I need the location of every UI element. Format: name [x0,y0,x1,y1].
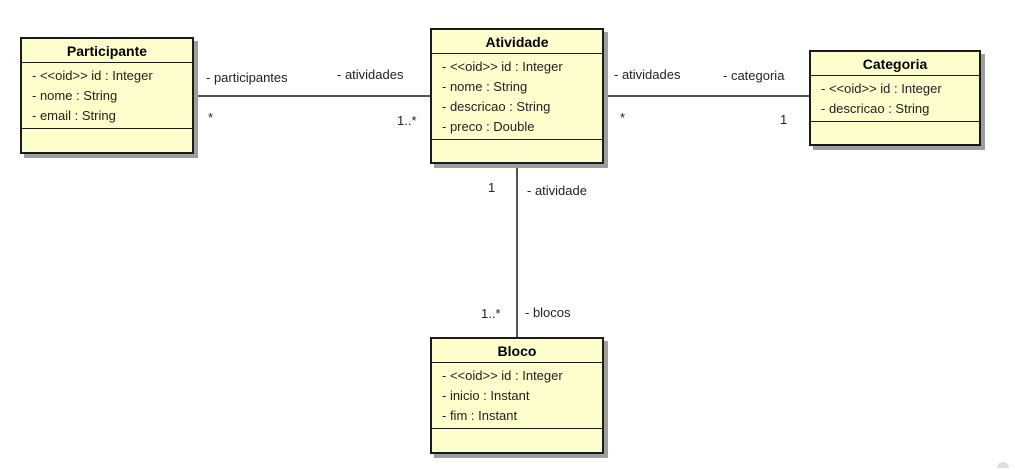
role-label: - blocos [525,305,571,320]
operation-compartment [811,122,979,133]
class-bloco[interactable]: Bloco - <<oid>> id : Integer - inicio : … [430,337,604,454]
attribute: - nome : String [32,88,118,103]
attribute: - email : String [32,108,116,123]
attribute: - <<oid>> id : Integer [442,59,563,74]
attribute-compartment: - <<oid>> id : Integer - nome : String -… [432,54,602,140]
class-name: Atividade [432,30,602,54]
role-label: - atividades [614,67,681,82]
attribute: - <<oid>> id : Integer [32,68,153,83]
multiplicity-label: 1..* [397,113,417,128]
multiplicity-label: 1 [488,180,496,195]
attribute: - fim : Instant [442,408,518,423]
attribute: - preco : Double [442,119,535,134]
multiplicity-label: 1 [780,112,788,127]
class-name: Participante [22,39,192,63]
attribute: - descricao : String [821,101,930,116]
attribute: - <<oid>> id : Integer [821,81,942,96]
class-categoria[interactable]: Categoria - <<oid>> id : Integer - descr… [809,50,981,146]
class-name: Bloco [432,339,602,363]
class-name: Categoria [811,52,979,76]
attribute: - nome : String [442,79,528,94]
attribute-compartment: - <<oid>> id : Integer - descricao : Str… [811,76,979,122]
role-label: - categoria [723,68,785,83]
attribute: - <<oid>> id : Integer [442,368,563,383]
operation-compartment [432,140,602,151]
role-label: - atividade [527,183,587,198]
operation-compartment [432,429,602,440]
class-participante[interactable]: Participante - <<oid>> id : Integer - no… [20,37,194,154]
multiplicity-label: * [208,110,214,125]
attribute-compartment: - <<oid>> id : Integer - inicio : Instan… [432,363,602,429]
class-atividade[interactable]: Atividade - <<oid>> id : Integer - nome … [430,28,604,164]
attribute: - inicio : Instant [442,388,530,403]
multiplicity-label: * [620,110,626,125]
attribute: - descricao : String [442,99,551,114]
attribute-compartment: - <<oid>> id : Integer - nome : String -… [22,63,192,129]
resize-corner-icon [997,462,1009,468]
role-label: - atividades [337,67,404,82]
operation-compartment [22,129,192,140]
multiplicity-label: 1..* [481,306,501,321]
role-label: - participantes [206,70,288,85]
